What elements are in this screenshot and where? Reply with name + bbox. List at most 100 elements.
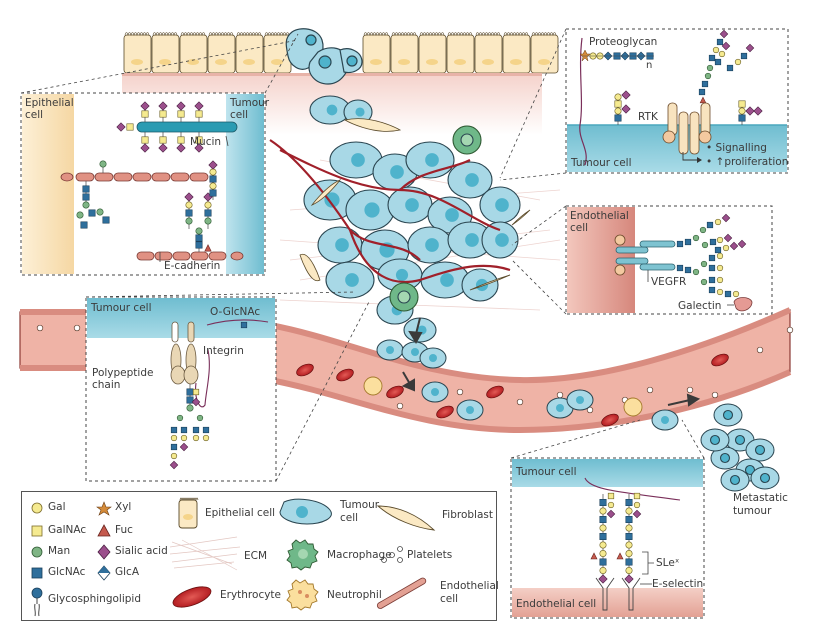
tumour-cell-nucleus bbox=[425, 153, 439, 167]
glcnac-icon bbox=[625, 498, 633, 506]
man-icon bbox=[31, 546, 43, 558]
sialic-acid-icon bbox=[169, 460, 179, 470]
tumour-cell-nucleus bbox=[386, 346, 394, 354]
gal-icon bbox=[712, 46, 720, 54]
epithelial-cell bbox=[446, 34, 475, 74]
e-cadherin-domain bbox=[154, 251, 173, 261]
galectin-label: Galectin bbox=[678, 300, 722, 312]
platelet bbox=[516, 398, 524, 406]
repeat-n-label: n bbox=[646, 60, 653, 71]
epithelial-cell bbox=[474, 34, 503, 74]
sialic-acid-icon bbox=[745, 43, 755, 53]
man-icon bbox=[186, 404, 194, 412]
epithelial-cell-label-2: cell bbox=[25, 109, 44, 121]
legend-tumour-cell: Tumour bbox=[340, 499, 380, 511]
legend-icons bbox=[31, 497, 436, 617]
man-icon bbox=[96, 208, 104, 216]
tumour-cell-nucleus bbox=[345, 273, 359, 287]
xyl-icon bbox=[579, 49, 591, 62]
panel-epithelial-mucin bbox=[20, 92, 266, 276]
invading-tumour-cells bbox=[285, 28, 363, 85]
glcnac-icon bbox=[599, 558, 607, 566]
microvilli bbox=[447, 32, 473, 37]
tumour-cell-nucleus bbox=[465, 173, 479, 187]
galnac-icon bbox=[633, 492, 641, 500]
glcnac-icon bbox=[80, 221, 88, 229]
sialic-acid-icon bbox=[97, 544, 111, 560]
epithelial-nucleus bbox=[370, 59, 382, 65]
fibroblast-icon bbox=[376, 505, 436, 531]
panel-selectin bbox=[510, 457, 705, 619]
platelets-icon bbox=[381, 546, 403, 563]
gal-icon bbox=[716, 252, 724, 260]
erythrocyte bbox=[386, 385, 404, 399]
tumour-cell-nucleus bbox=[709, 434, 721, 446]
tumour-cell-nucleus bbox=[576, 396, 584, 404]
epithelial-nucleus bbox=[426, 59, 438, 65]
gal-icon bbox=[738, 107, 746, 115]
gal-icon bbox=[192, 434, 200, 442]
sialic-acid-icon bbox=[158, 143, 168, 153]
vegfr-label: VEGFR bbox=[651, 276, 687, 288]
gal-icon bbox=[204, 201, 212, 209]
glcnac-icon bbox=[708, 264, 716, 272]
epithelial-nucleus bbox=[159, 59, 171, 65]
epithelial-nucleus bbox=[131, 59, 143, 65]
gal-icon bbox=[599, 549, 607, 557]
sialic-acid-icon bbox=[753, 106, 763, 116]
e-cadherin-label: E-cadherin bbox=[164, 260, 221, 272]
selectin-endothelial-label: Endothelial cell bbox=[516, 598, 597, 610]
endothelial-cell-label: Endothelial bbox=[570, 210, 629, 222]
glcnac-icon bbox=[708, 54, 716, 62]
tumour-cell-label-2: cell bbox=[230, 109, 249, 121]
platelet bbox=[786, 326, 794, 334]
platelet bbox=[586, 406, 594, 414]
macrophage-nucleus bbox=[460, 133, 474, 147]
erythrocyte bbox=[711, 353, 729, 367]
tumour-cell-nucleus bbox=[351, 153, 365, 167]
glcnac-icon bbox=[202, 426, 210, 434]
sialic-acid-icon bbox=[632, 509, 642, 519]
gal-icon bbox=[625, 524, 633, 532]
proliferation-outcome: • ↑proliferation bbox=[706, 156, 789, 168]
tumour-cell-nucleus bbox=[754, 444, 766, 456]
platelet bbox=[396, 402, 404, 410]
gal-icon bbox=[599, 524, 607, 532]
glcnac-icon bbox=[599, 532, 607, 540]
gal-icon bbox=[625, 566, 633, 574]
fucose-icon bbox=[204, 244, 212, 252]
tumour-cell-nucleus bbox=[429, 354, 437, 362]
galnac-icon bbox=[126, 123, 134, 131]
sialic-acid-icon bbox=[737, 239, 747, 249]
sialic-acid-icon bbox=[140, 101, 150, 111]
fucose-icon bbox=[699, 96, 707, 104]
sialic-acid-icon bbox=[179, 442, 189, 452]
epithelial-nucleus bbox=[510, 59, 522, 65]
glcnac-icon bbox=[676, 264, 684, 272]
legend-man: Man bbox=[48, 545, 71, 557]
erythrocyte-icon bbox=[172, 586, 212, 608]
epithelial-nucleus bbox=[454, 59, 466, 65]
neutrophil bbox=[363, 376, 383, 396]
glcnac-icon bbox=[31, 567, 43, 579]
fibroblast bbox=[310, 179, 342, 206]
glcnac-icon bbox=[186, 388, 194, 396]
gal-icon bbox=[625, 541, 633, 549]
gal-icon bbox=[716, 288, 724, 296]
sialic-acid-icon bbox=[208, 160, 218, 170]
gal-icon bbox=[722, 244, 730, 252]
legend-glycosphingolipid: Glycosphingolipid bbox=[48, 593, 141, 605]
microvilli bbox=[475, 32, 501, 37]
fucose-icon bbox=[616, 552, 624, 560]
galnac-icon bbox=[177, 136, 185, 144]
epithelial-cell bbox=[418, 34, 447, 74]
microvilli bbox=[208, 32, 234, 37]
glcnac-icon bbox=[625, 532, 633, 540]
legend-ecm: ECM bbox=[244, 550, 268, 562]
glycosphingolipid-icon bbox=[31, 587, 43, 617]
legend-fuc: Fuc bbox=[115, 524, 133, 536]
glcnac-icon bbox=[716, 38, 724, 46]
panel-vegfr bbox=[565, 205, 773, 315]
gal-icon bbox=[716, 236, 724, 244]
galnac-icon bbox=[159, 136, 167, 144]
